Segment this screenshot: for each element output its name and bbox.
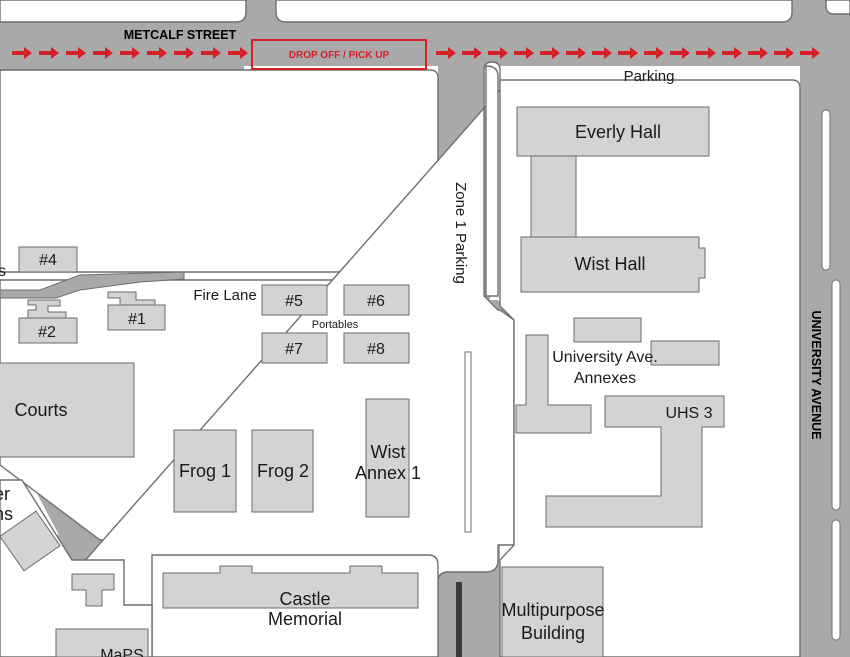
block-zone1-sliver — [485, 65, 499, 297]
portable-7-label: #7 — [285, 341, 303, 358]
portable-4-label: #4 — [39, 252, 57, 269]
portables-label: Portables — [312, 319, 359, 331]
dropoff-arrow — [592, 47, 612, 59]
parking-label: Parking — [624, 68, 675, 85]
dropoff-arrow — [618, 47, 638, 59]
dropoff-arrow — [488, 47, 508, 59]
cutoff-label-s: s — [0, 263, 6, 280]
courts-label: Courts — [14, 400, 67, 420]
zone1-median — [464, 351, 472, 533]
portable-7[interactable]: #7 — [261, 332, 328, 364]
university-avenue-label: UNIVERSITY AVENUE — [809, 311, 823, 440]
dropoff-arrow — [540, 47, 560, 59]
maps-label: MaPS — [100, 647, 144, 657]
building-everly-hall[interactable]: Everly Hall — [516, 106, 710, 239]
block-top-left — [0, 0, 247, 23]
dropoff-arrow — [800, 47, 820, 59]
portable-6[interactable]: #6 — [343, 284, 410, 316]
dropoff-arrow — [436, 47, 456, 59]
multipurpose-label-line2: Building — [521, 623, 585, 643]
annexes-label-line1: University Ave. — [552, 349, 658, 366]
wist-annex-label-line2: Annex 1 — [355, 463, 421, 483]
annexes-label-line2: Annexes — [574, 370, 636, 387]
dropoff-arrow — [774, 47, 794, 59]
dropoff-arrow — [66, 47, 86, 59]
block-top-center — [275, 0, 793, 23]
dropoff-arrow — [696, 47, 716, 59]
cutoff-label-er: er — [0, 484, 10, 504]
wist-hall-label: Wist Hall — [575, 254, 646, 274]
portable-6-label: #6 — [367, 293, 385, 310]
zone1-parking-label: Zone 1 Parking — [452, 182, 469, 284]
everly-hall-label: Everly Hall — [575, 122, 661, 142]
frog2-label: Frog 2 — [257, 461, 309, 481]
frog1-label: Frog 1 — [179, 461, 231, 481]
building-maps[interactable]: MaPS — [55, 628, 149, 657]
castle-label-line2: Memorial — [268, 609, 342, 629]
dropoff-arrow — [201, 47, 221, 59]
dropoff-arrow — [644, 47, 664, 59]
wist-annex-label-line1: Wist — [371, 442, 406, 462]
portable-1[interactable]: #1 — [107, 304, 166, 331]
building-frog1[interactable]: Frog 1 — [173, 429, 237, 513]
dropoff-arrow — [228, 47, 248, 59]
portable-5-label: #5 — [285, 293, 303, 310]
building-wist-annex[interactable]: Wist Annex 1 — [355, 398, 421, 518]
dropoff-arrow — [514, 47, 534, 59]
portable-2[interactable]: #2 — [18, 317, 78, 344]
uhs3-label: UHS 3 — [665, 405, 712, 422]
dropoff-arrow — [748, 47, 768, 59]
portable-8[interactable]: #8 — [343, 332, 410, 364]
building-frog2[interactable]: Frog 2 — [251, 429, 314, 513]
dropoff-arrows — [12, 47, 820, 59]
ramp-2 — [27, 299, 67, 319]
building-castle-memorial[interactable]: Castle Memorial — [162, 565, 419, 629]
median-1 — [821, 109, 831, 271]
metcalf-street-label: METCALF STREET — [124, 28, 237, 42]
dropoff-arrow — [174, 47, 194, 59]
portable-8-label: #8 — [367, 341, 385, 358]
south-divider — [456, 582, 462, 657]
median-2 — [831, 279, 841, 511]
portable-4[interactable]: #4 — [18, 246, 78, 273]
dropoff-arrow — [93, 47, 113, 59]
portable-5[interactable]: #5 — [261, 284, 328, 316]
dropoff-zone-box[interactable] — [251, 39, 427, 70]
building-small-t[interactable] — [71, 573, 115, 607]
fire-lane-path — [0, 271, 185, 299]
castle-label-line1: Castle — [279, 589, 330, 609]
dropoff-arrow — [39, 47, 59, 59]
building-university-annexes[interactable]: University Ave. Annexes — [515, 317, 720, 434]
building-rotated[interactable] — [0, 510, 61, 572]
building-wist-hall[interactable]: Wist Hall — [520, 236, 706, 293]
ramp-1 — [107, 291, 156, 306]
dropoff-arrow — [722, 47, 742, 59]
dropoff-arrow — [120, 47, 140, 59]
dropoff-arrow — [147, 47, 167, 59]
portable-2-label: #2 — [38, 324, 56, 341]
building-uhs3[interactable]: UHS 3 — [545, 395, 725, 528]
cutoff-label-ns: ns — [0, 504, 13, 524]
dropoff-arrow — [670, 47, 690, 59]
block-top-right — [825, 0, 850, 15]
dropoff-arrow — [566, 47, 586, 59]
dropoff-arrow — [12, 47, 32, 59]
portable-1-label: #1 — [128, 311, 146, 328]
multipurpose-label-line1: Multipurpose — [501, 600, 604, 620]
median-3 — [831, 519, 841, 641]
dropoff-arrow — [462, 47, 482, 59]
dropoff-label: DROP OFF / PICK UP — [289, 50, 390, 61]
building-courts[interactable]: Courts — [0, 362, 135, 458]
fire-lane-label: Fire Lane — [193, 287, 256, 304]
building-multipurpose[interactable]: Multipurpose Building — [501, 566, 605, 657]
